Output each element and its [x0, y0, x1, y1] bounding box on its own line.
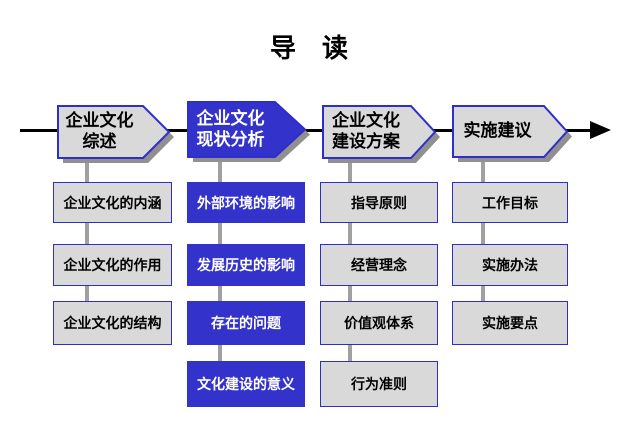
header-line: 现状分析 [196, 129, 265, 150]
item-box: 文化建设的意义 [187, 361, 305, 407]
item-box: 指导原则 [320, 182, 438, 223]
header-col2: 企业文化 现状分析 [187, 101, 274, 158]
header-col4: 实施建议 [452, 105, 543, 158]
item-box: 实施要点 [452, 301, 568, 345]
header-line: 企业文化 [196, 108, 265, 129]
chevron-arrow-icon-col2 [187, 101, 310, 162]
connector-line-col1 [85, 158, 89, 323]
chevron-arrow-icon-col1 [57, 105, 174, 163]
item-box: 行为准则 [320, 361, 438, 407]
item-box: 企业文化的内涵 [53, 182, 172, 223]
item-box: 企业文化的结构 [53, 301, 172, 345]
item-box: 价值观体系 [320, 301, 438, 345]
item-box: 企业文化的作用 [53, 244, 172, 286]
header-line: 企业文化 [65, 111, 134, 131]
chevron-arrow-icon-col3 [322, 105, 440, 163]
header-line: 综述 [82, 132, 117, 152]
item-box: 存在的问题 [187, 301, 305, 345]
flow-arrow-line [20, 129, 592, 132]
item-box: 工作目标 [452, 182, 568, 223]
arrow-right-head-icon [590, 121, 611, 139]
chevron-arrow-icon-col4 [452, 105, 572, 162]
item-box: 外部环境的影响 [187, 182, 305, 223]
header-line: 企业文化 [332, 111, 400, 131]
header-col1: 企业文化 综述 [57, 105, 142, 159]
page-title: 导 读 [269, 34, 348, 64]
item-box: 经营理念 [320, 244, 438, 286]
item-box: 发展历史的影响 [187, 244, 305, 286]
item-box: 实施办法 [452, 244, 568, 286]
header-col3: 企业文化 建设方案 [322, 105, 410, 159]
header-line: 实施建议 [463, 121, 532, 141]
header-line: 建设方案 [332, 132, 400, 152]
connector-line-col4 [481, 157, 485, 323]
